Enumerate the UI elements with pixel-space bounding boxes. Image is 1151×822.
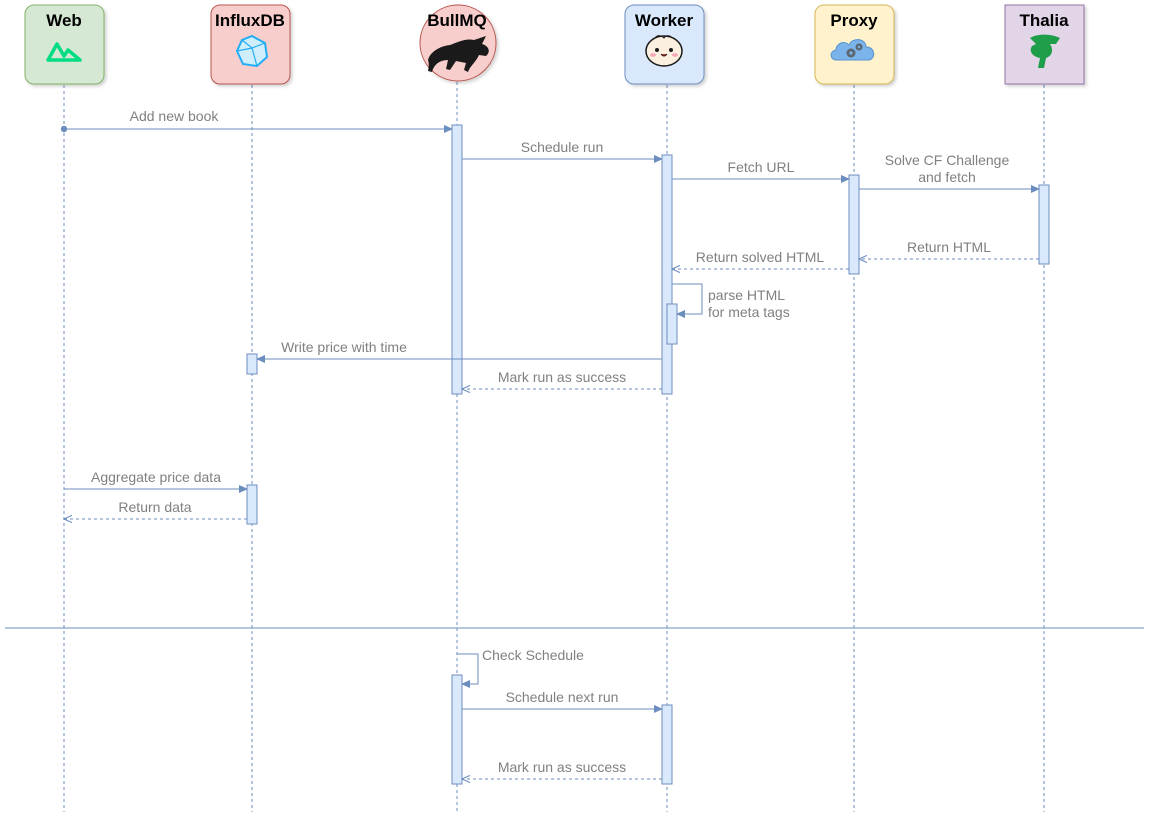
message-label: Mark run as success: [498, 369, 626, 385]
message-return-html: Return HTML: [859, 239, 1039, 259]
thalia-logo-icon: [1030, 34, 1060, 68]
activation-bullmq-2: [451, 674, 463, 785]
message-label: Schedule next run: [506, 689, 619, 705]
message-label: Return HTML: [907, 239, 991, 255]
participant-bullmq-name: BullMQ: [427, 11, 487, 30]
message-label-line-1: parse HTML: [708, 287, 785, 303]
message-check-schedule: Check Schedule: [457, 647, 584, 684]
participant-thalia: Thalia: [1004, 4, 1085, 85]
participant-worker: Worker: [624, 4, 705, 85]
message-label: Check Schedule: [482, 647, 584, 663]
message-label: Aggregate price data: [91, 469, 221, 485]
message-schedule-next-run: Schedule next run: [462, 689, 662, 709]
message-return-data: Return data: [64, 499, 247, 519]
participant-web: Web: [24, 4, 105, 85]
participant-proxy-name: Proxy: [830, 11, 878, 30]
message-write-price: Write price with time: [257, 339, 662, 359]
participant-influxdb: InfluxDB: [210, 4, 291, 85]
message-mark-run-success-1: Mark run as success: [462, 369, 662, 389]
message-schedule-run: Schedule run: [462, 139, 662, 159]
message-label: Mark run as success: [498, 759, 626, 775]
message-parse-html: parse HTML for meta tags: [672, 283, 790, 320]
message-label: Write price with time: [281, 339, 407, 355]
activation-bullmq-1: [451, 124, 463, 395]
message-mark-run-success-2: Mark run as success: [462, 759, 662, 779]
message-label-line-1: Solve CF Challenge: [885, 152, 1010, 168]
activation-influxdb-1: [246, 353, 258, 375]
participant-bullmq: BullMQ: [419, 4, 497, 82]
activation-worker-3: [661, 704, 673, 785]
message-solve-cf-challenge: Solve CF Challenge and fetch: [859, 152, 1039, 189]
bun-mascot-icon: [645, 35, 683, 67]
activation-influxdb-2: [246, 484, 258, 525]
influxdb-logo-icon: [235, 34, 269, 68]
message-label-line-2: and fetch: [918, 169, 976, 185]
activation-worker-2: [666, 303, 678, 345]
cloud-gears-icon: [830, 39, 875, 61]
nuxt-logo-icon: [46, 42, 82, 62]
activations: [246, 124, 1050, 785]
message-label-line-2: for meta tags: [708, 304, 790, 320]
message-aggregate-price: Aggregate price data: [64, 469, 247, 489]
participant-worker-name: Worker: [635, 11, 694, 30]
message-label: Add new book: [130, 108, 220, 124]
message-label: Fetch URL: [728, 159, 795, 175]
activation-worker-1: [661, 154, 673, 395]
message-add-new-book: Add new book: [64, 108, 452, 129]
participant-thalia-name: Thalia: [1019, 11, 1069, 30]
participant-proxy: Proxy: [814, 4, 895, 85]
participant-web-name: Web: [46, 11, 82, 30]
message-label: Schedule run: [521, 139, 604, 155]
activation-proxy-1: [848, 174, 860, 275]
bull-icon: [428, 36, 489, 72]
participant-influxdb-name: InfluxDB: [215, 11, 285, 30]
message-return-solved-html: Return solved HTML: [672, 249, 849, 269]
activation-thalia-1: [1038, 184, 1050, 265]
message-fetch-url: Fetch URL: [672, 159, 849, 179]
message-label: Return solved HTML: [696, 249, 825, 265]
message-label: Return data: [118, 499, 191, 515]
